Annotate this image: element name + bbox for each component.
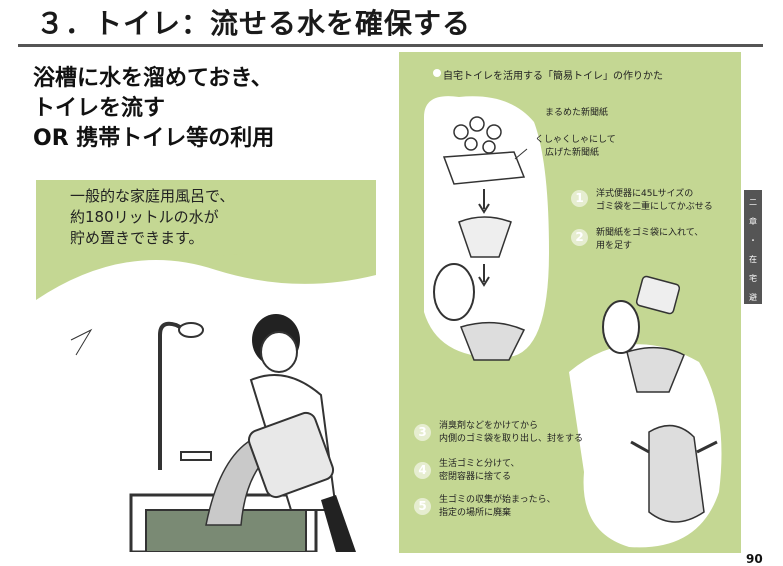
step-1-number: 1 [571,190,588,207]
step-4-line-2: 密閉容器に捨てる [439,472,512,482]
bubble-line-1: 一般的な家庭用風呂で、 [70,187,235,205]
step-5-number: 5 [414,498,431,515]
step-4-line-1: 生活ゴミと分けて、 [439,459,520,469]
toilet-drawing [424,96,722,548]
step-1-line-2: ゴミ袋を二重にしてかぶせる [596,202,713,212]
step-1-line-1: 洋式便器に45Lサイズの [596,189,694,199]
step-2-number: 2 [571,229,588,246]
step-2-text: 新聞紙をゴミ袋に入れて、 用を足す [596,227,703,253]
side-tab-char-2: 章 [749,217,757,226]
step-3-text: 消臭剤などをかけてから 内側のゴミ袋を取り出し、封をする [439,420,583,446]
slide-title: ３．トイレ：流せる水を確保する [36,7,472,40]
bubble-line-3: 貯め置きできます。 [70,229,204,247]
simple-toilet-heading: 自宅トイレを活用する「簡易トイレ」の作りかた [443,71,663,82]
step-4-number: 4 [414,462,431,479]
side-tab-char-7: 難 [749,312,757,321]
step-4-text: 生活ゴミと分けて、 密閉容器に捨てる [439,458,520,484]
label-flat-paper-line-1: くしゃくしゃにして [535,135,616,145]
side-tab-char-1: 二 [749,198,757,207]
step-3-number: 3 [414,424,431,441]
slide-subtitle: 浴槽に水を溜めておき、 トイレを流す OR 携帯トイレ等の利用 [33,64,274,154]
bathtub-illustration: 一般的な家庭用風呂で、 約180リットルの水が 貯め置きできます。 [36,180,376,552]
subtitle-line-3: OR 携帯トイレ等の利用 [33,126,275,151]
heading-bullet [433,69,441,77]
side-tab-char-5: 宅 [749,274,757,283]
side-tab-char-6: 避 [749,293,757,302]
side-tab-char-3: ・ [749,236,757,245]
chapter-side-tab: 二 章 ・ 在 宅 避 難 [744,190,762,321]
subtitle-line-2: トイレを流す [33,96,166,121]
step-3-line-2: 内側のゴミ袋を取り出し、封をする [439,434,584,444]
bubble-line-2: 約180リットルの水が [70,208,219,226]
step-2-line-1: 新聞紙をゴミ袋に入れて、 [596,228,704,238]
page-number: 90 [746,552,763,566]
step-3-line-1: 消臭剤などをかけてから [439,421,539,431]
step-1-text: 洋式便器に45Lサイズの ゴミ袋を二重にしてかぶせる [596,188,713,214]
step-5-text: 生ゴミの収集が始まったら、 指定の場所に廃棄 [439,494,556,520]
subtitle-line-1: 浴槽に水を溜めておき、 [33,66,273,91]
bathtub-drawing [36,180,376,552]
step-2-line-2: 用を足す [596,241,633,251]
step-5-line-1: 生ゴミの収集が始まったら、 [439,495,556,505]
label-flat-paper-line-2: 広げた新聞紙 [545,148,600,158]
side-tab-char-4: 在 [749,255,757,264]
step-5-line-2: 指定の場所に廃棄 [439,508,512,518]
title-underline [18,44,763,47]
simple-toilet-illustration: 自宅トイレを活用する「簡易トイレ」の作りかた まるめた新聞紙 くしゃくしゃにして… [399,52,741,553]
bubble-text: 一般的な家庭用風呂で、 約180リットルの水が 貯め置きできます。 [70,186,234,249]
label-crumpled-paper: まるめた新聞紙 [545,108,609,118]
